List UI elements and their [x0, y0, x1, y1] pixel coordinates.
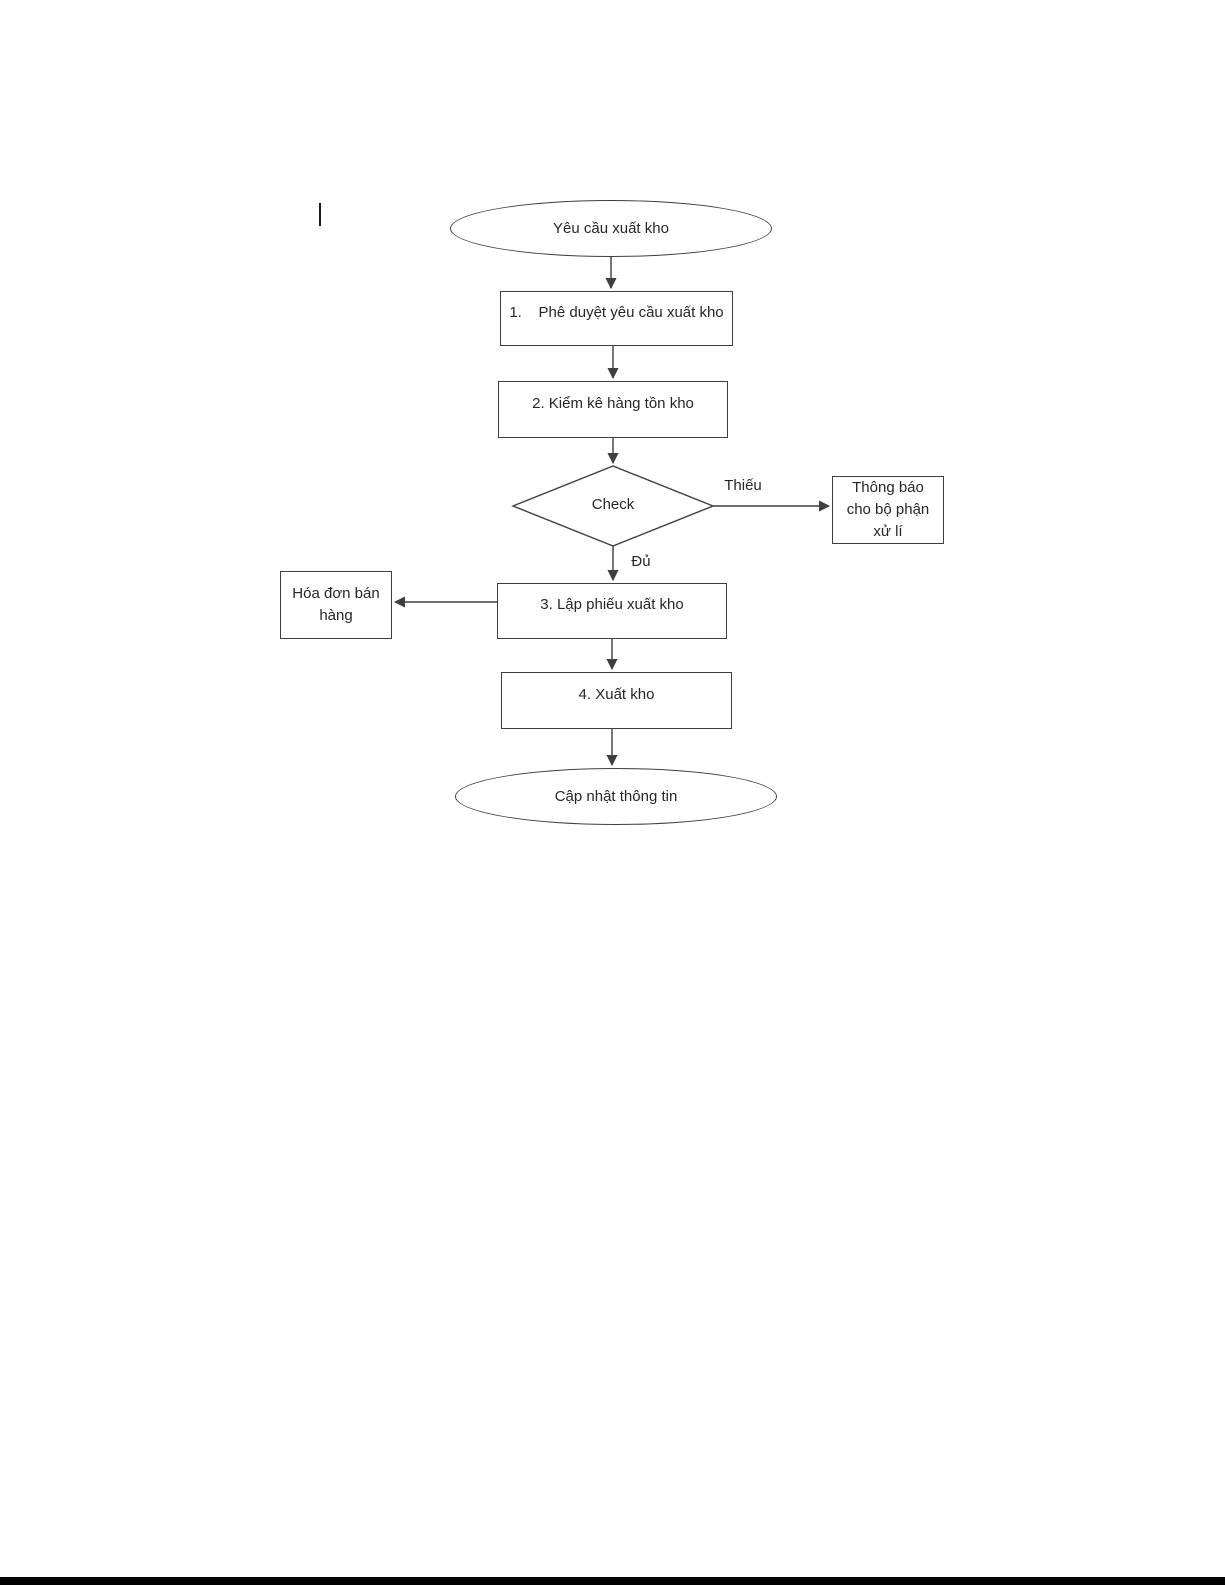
end-terminator-label: Cập nhật thông tin — [554, 787, 678, 805]
bottom-bar — [0, 1577, 1225, 1585]
process-step1-label: 1. Phê duyệt yêu cầu xuất kho — [509, 303, 724, 321]
notify-box: Thông báo cho bộ phận xử lí — [832, 476, 944, 544]
process-step2: 2. Kiểm kê hàng tồn kho — [498, 381, 728, 438]
process-step1: 1. Phê duyệt yêu cầu xuất kho — [500, 291, 733, 346]
process-step4: 4. Xuất kho — [501, 672, 732, 729]
text-caret[interactable] — [319, 203, 321, 226]
end-terminator: Cập nhật thông tin — [455, 768, 777, 825]
process-step3: 3. Lập phiếu xuất kho — [497, 583, 727, 639]
start-terminator-label: Yêu cầu xuất kho — [553, 219, 669, 237]
invoice-box-label: Hóa đơn bán hàng — [292, 585, 384, 624]
invoice-box: Hóa đơn bán hàng — [280, 571, 392, 639]
process-step4-label: 4. Xuất kho — [578, 685, 655, 703]
notify-box-label: Thông báo cho bộ phận xử lí — [846, 479, 934, 540]
process-step3-label: 3. Lập phiếu xuất kho — [540, 596, 684, 614]
process-step2-label: 2. Kiểm kê hàng tồn kho — [532, 394, 694, 412]
start-terminator: Yêu cầu xuất kho — [450, 200, 772, 257]
branch-label-sufficient: Đủ — [631, 553, 651, 570]
decision-node-label: Check — [553, 492, 673, 516]
branch-label-insufficient: Thiếu — [724, 477, 762, 494]
decision-text: Check — [591, 495, 635, 513]
